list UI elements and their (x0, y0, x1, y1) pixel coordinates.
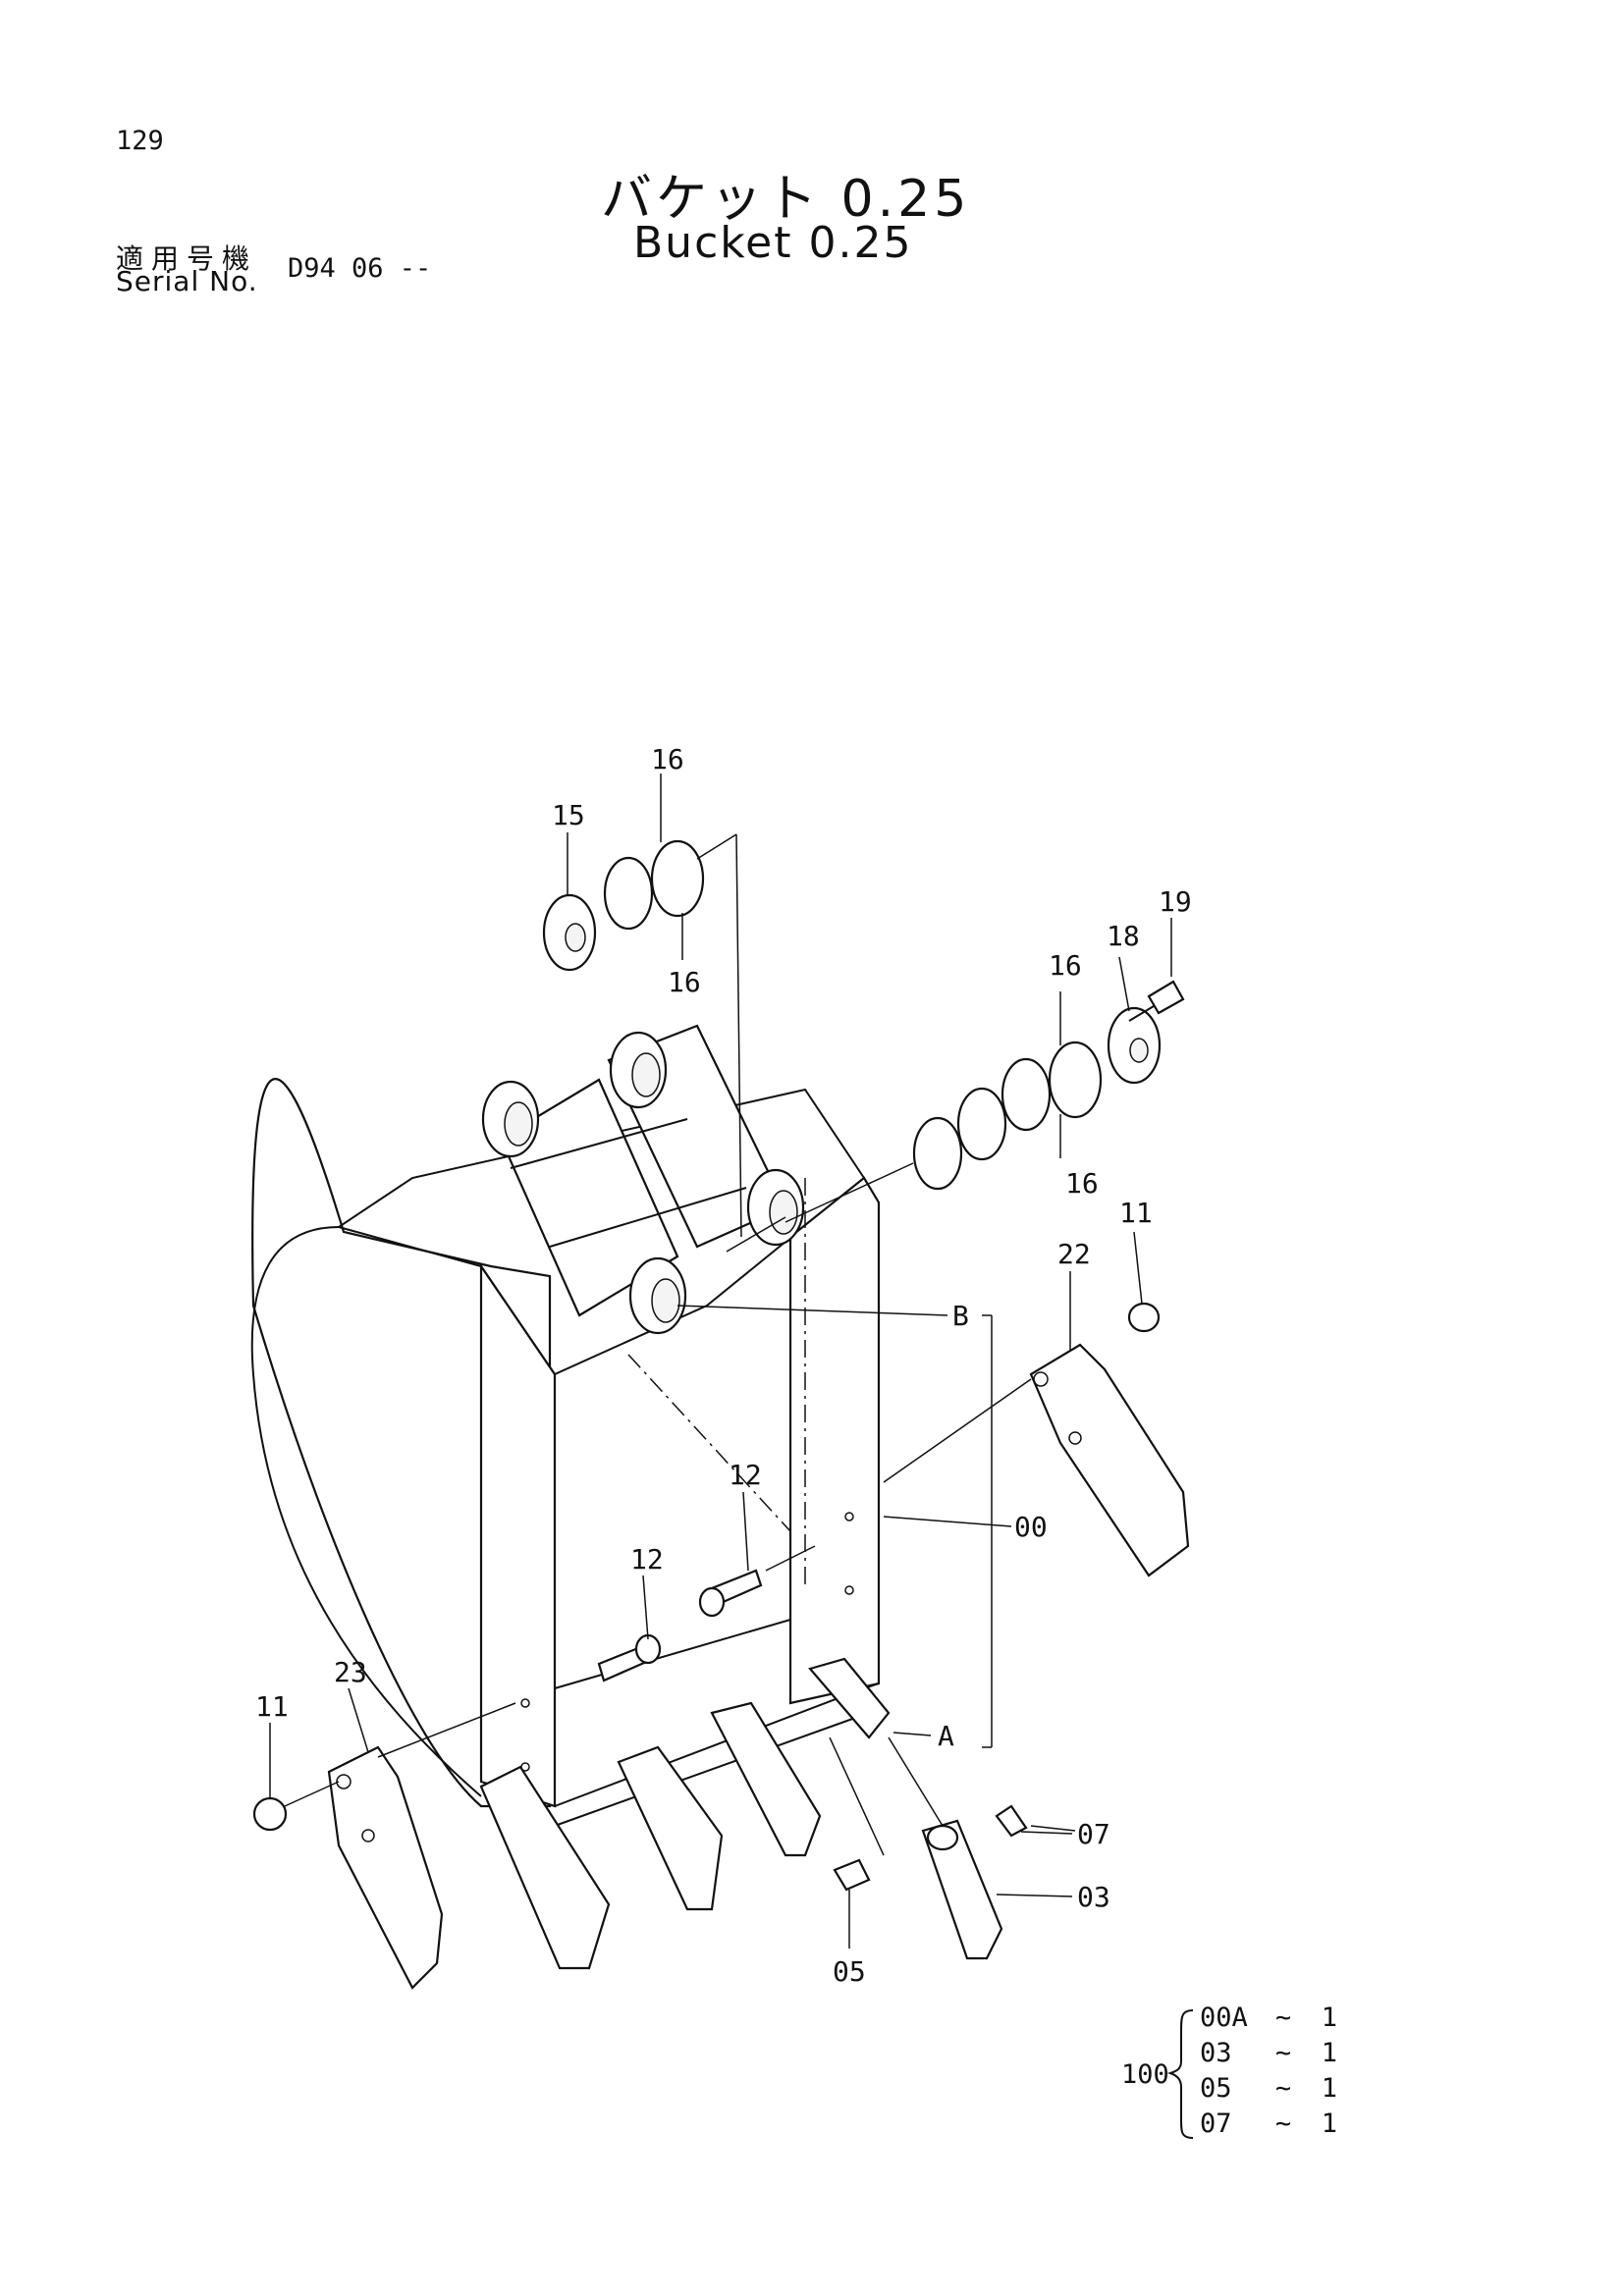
bucket-body (250, 1078, 881, 1827)
kit-row-code: 03 (1200, 2038, 1232, 2068)
callout-11-right: 11 (1119, 1197, 1153, 1229)
kit-row: 00A ~1 (1200, 2002, 1337, 2033)
callout-A: A (938, 1720, 954, 1752)
callout-23: 23 (334, 1656, 367, 1688)
kit-row-code: 00A (1200, 2002, 1248, 2033)
title-japanese: バケット 0.25 (601, 170, 971, 229)
serial-value: D94 06 -- (288, 253, 432, 284)
kit-row-tilde: ~ (1274, 2038, 1292, 2068)
callout-12-upper: 12 (729, 1459, 762, 1491)
serial-label-japanese: 適用号機 (116, 242, 258, 275)
callout-03: 03 (1077, 1881, 1110, 1913)
pin-set-upper (542, 833, 786, 1253)
callout-16-right: 16 (1049, 949, 1082, 982)
callout-19: 19 (1159, 885, 1192, 918)
pin-set-right (784, 980, 1185, 1223)
bolts (597, 1545, 816, 1682)
callout-22: 22 (1057, 1238, 1091, 1270)
kit-row: 07 ~1 (1200, 2109, 1337, 2139)
callout-07: 07 (1077, 1818, 1110, 1850)
callout-05: 05 (833, 1955, 866, 1988)
kit-row-code: 05 (1200, 2073, 1232, 2104)
callout-16-upper: 16 (668, 966, 701, 998)
kit-row-tilde: ~ (1274, 2002, 1292, 2033)
kit-row-code: 07 (1200, 2109, 1232, 2139)
callout-00: 00 (1014, 1511, 1048, 1543)
bucket-teeth (479, 1657, 1076, 1970)
side-cutters (252, 1302, 1190, 1990)
callout-12-lower: 12 (630, 1543, 664, 1575)
serial-label-english: Serial No. (116, 265, 258, 297)
callout-11-left: 11 (255, 1690, 289, 1723)
kit-number: 100 (1121, 2059, 1169, 2090)
callout-18: 18 (1107, 920, 1140, 952)
callout-16-top: 16 (651, 743, 684, 775)
kit-row-qty: 1 (1321, 2038, 1337, 2068)
kit-row-qty: 1 (1321, 2073, 1337, 2104)
kit-row: 03 ~1 (1200, 2038, 1337, 2068)
callout-16-lower: 16 (1065, 1167, 1099, 1200)
callout-15: 15 (552, 799, 585, 831)
page-number: 129 (116, 126, 164, 156)
leader-lines (269, 774, 1172, 1949)
kit-row-tilde: ~ (1274, 2109, 1292, 2139)
kit-brace (1166, 2009, 1194, 2139)
kit-row-qty: 1 (1321, 2002, 1337, 2033)
kit-row-qty: 1 (1321, 2109, 1337, 2139)
kit-row: 05 ~1 (1200, 2073, 1337, 2104)
callout-B: B (952, 1300, 969, 1332)
kit-row-tilde: ~ (1274, 2073, 1292, 2104)
title-english: Bucket 0.25 (633, 218, 913, 268)
